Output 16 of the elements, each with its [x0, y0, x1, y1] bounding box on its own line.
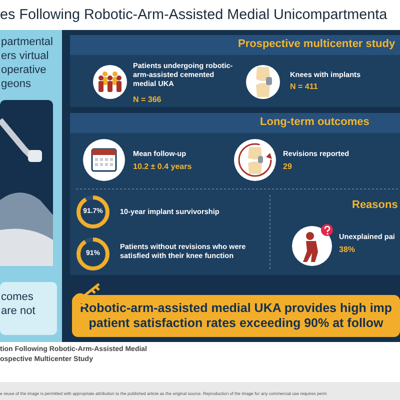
- section-heading: Prospective multicenter study: [238, 38, 396, 52]
- conclusion-banner: [72, 295, 400, 337]
- stat-value: N = 411: [290, 82, 319, 92]
- text-card: [0, 282, 57, 335]
- section-panel: [70, 113, 400, 275]
- section-heading: Reasons: [352, 199, 398, 212]
- panel-text: comes are not: [1, 290, 36, 318]
- stat-value: 38%: [339, 245, 356, 255]
- stat-value: N = 366: [133, 95, 162, 105]
- section-panel: [70, 35, 400, 107]
- stat-value: 29: [283, 162, 293, 172]
- title: es Following Robotic-Arm-Assisted Medial Unicompartmenta: [0, 7, 388, 23]
- panel-text: partmental ers virtual operative geons: [1, 35, 54, 91]
- stat-value: 10.2 ± 0.4 years: [133, 162, 193, 172]
- section-heading: Long-term outcomes: [260, 116, 370, 130]
- conclusion-text: Robotic-arm-assisted medial UKA provides high imp patient satisfaction rates exceeding 90% at follow: [78, 301, 394, 331]
